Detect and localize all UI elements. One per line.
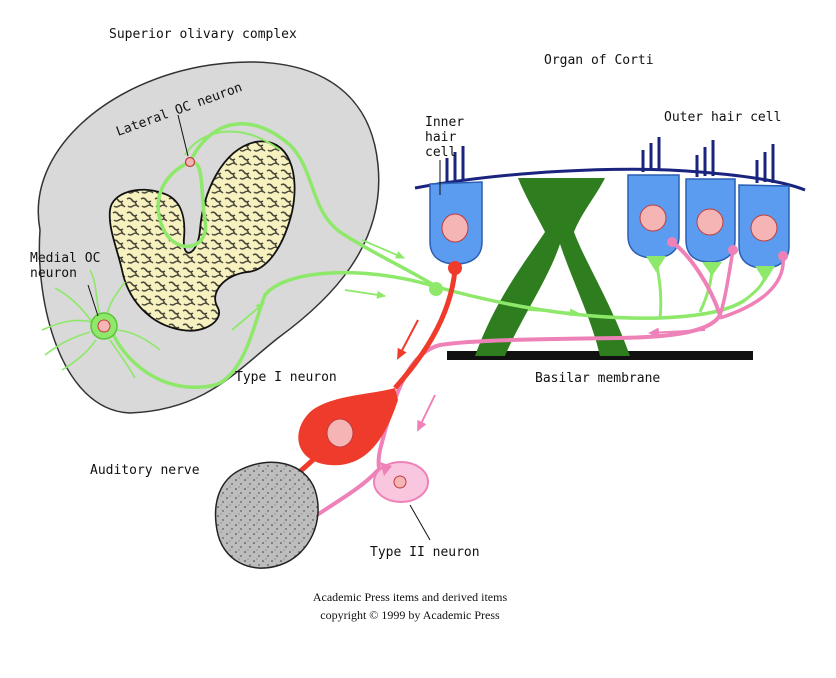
lateral-oc-neuron-soma [184,156,196,168]
pink-arrow-2 [417,394,436,432]
outer-hair-cell-2 [685,140,736,263]
medial-oc-leader [87,284,99,317]
green-arrow-2 [344,289,386,299]
outer-hair-cell-1 [627,137,680,259]
inner-hair-cell-label-line1: Inner [425,115,464,130]
type-ii-junction [380,462,392,476]
type-ii-neuron-nucleus [393,475,407,489]
red-arrow [397,319,419,360]
medial-oc-label-line1: Medial OC [30,251,100,266]
type-ii-neuron-label: Type II neuron [370,545,480,560]
type-ii-fiber-branch-2 [719,255,785,320]
outer-hair-cell-3 [738,144,790,269]
lateral-oc-axon-projection [188,122,436,288]
lateral-oc-axon [156,160,208,249]
type-ii-leader [409,504,431,541]
type-ii-terminal-3 [778,251,788,261]
organ-of-corti-label: Organ of Corti [544,53,654,68]
credit-line-1: Academic Press items and derived items [313,590,508,604]
green-arrow-3 [231,302,265,331]
type-i-peripheral-fiber [393,269,458,390]
auditory-nerve-texture [215,462,319,569]
type-i-neuron-label: Type I neuron [235,370,337,385]
type-ii-terminal-1 [667,237,677,247]
lateral-oc-terminal [429,282,443,296]
pillar-cells [475,178,630,356]
ohc-terminal-3 [755,266,775,282]
medial-oc-neuron-dendrites [41,269,161,379]
type-ii-fiber-branch-1 [718,249,735,316]
lateral-oc-axon-branch [184,130,281,156]
ohc-terminal-2 [702,262,722,276]
type-ii-peripheral-fiber [376,240,723,483]
green-arrow-4 [527,308,579,317]
credit-line-2: copyright © 1999 by Academic Press [320,608,500,622]
type-ii-terminal-2 [728,245,738,255]
medial-oc-axon [110,270,746,389]
ohc-terminal-1 [646,256,666,272]
inner-hair-cell [429,146,483,265]
auditory-nerve-label: Auditory nerve [90,463,200,478]
type-i-terminal [448,261,462,275]
basilar-membrane-label: Basilar membrane [535,371,660,386]
outer-hair-cell-label: Outer hair cell [664,110,781,125]
lateral-oc-leader [177,114,189,157]
type-i-neuron-nucleus [326,418,354,448]
medial-oc-neuron-nucleus [97,319,111,333]
inner-hair-cell-label-line3: cell [425,145,456,160]
green-arrow-1 [361,239,405,259]
pink-arrow-1 [648,327,706,338]
inner-hair-cell-label-line2: hair [425,130,456,145]
superior-olivary-complex-label: Superior olivary complex [109,27,297,42]
medial-oc-label-line2: neuron [30,266,77,281]
